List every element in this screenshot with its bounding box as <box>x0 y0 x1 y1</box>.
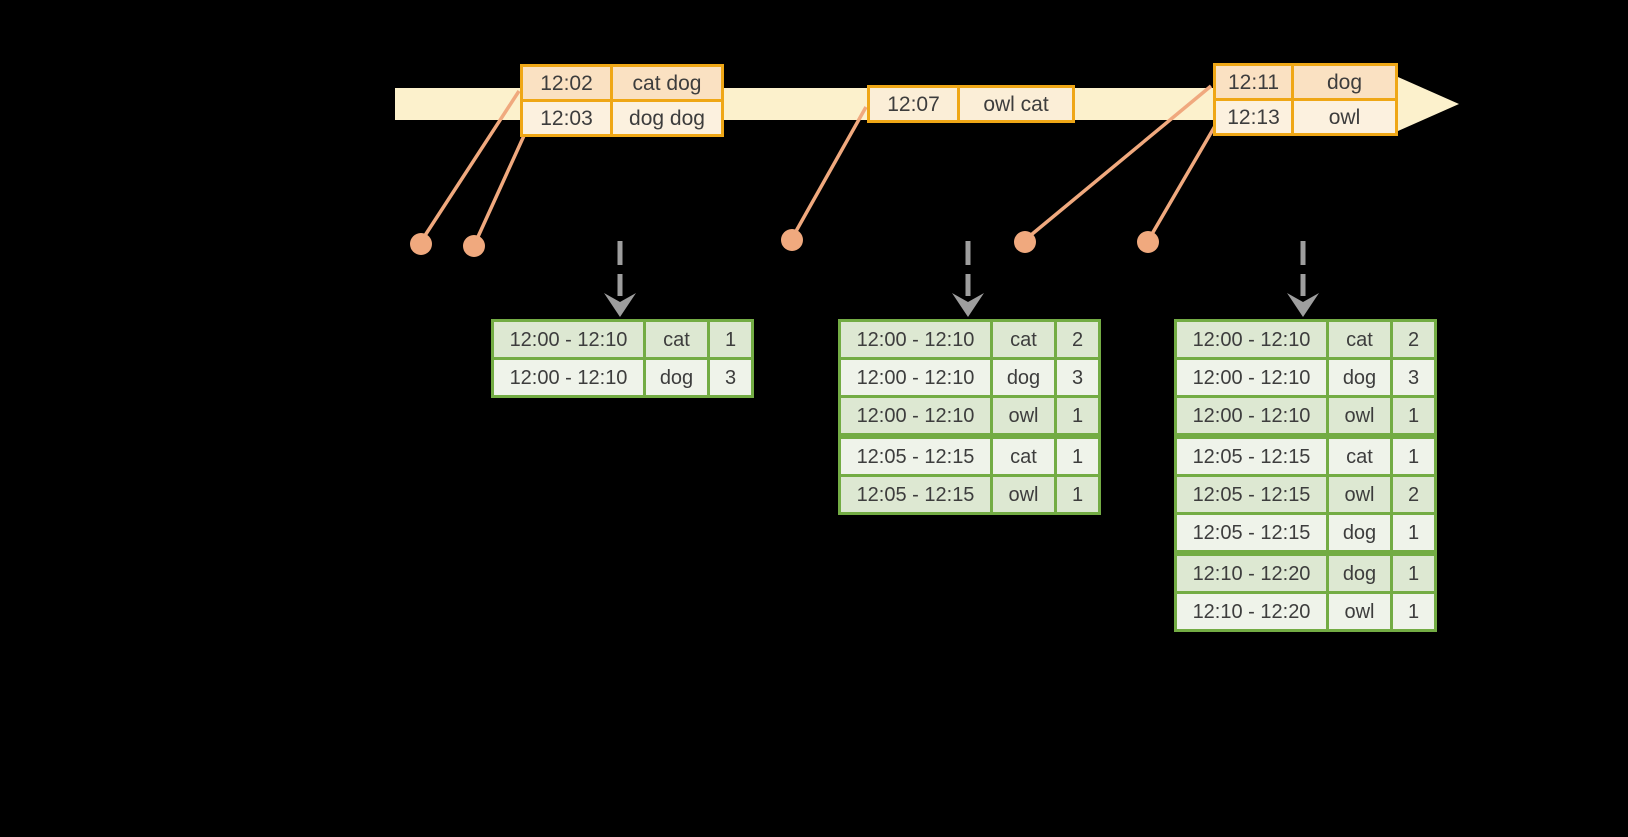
window-cell: 12:00 - 12:10 <box>1174 319 1329 360</box>
result-table-2: 12:00 - 12:10 cat 2 12:00 - 12:10 dog 3 … <box>838 319 1101 515</box>
window-cell: 12:00 - 12:10 <box>838 395 993 438</box>
window-cell: 12:00 - 12:10 <box>491 319 646 360</box>
result-row: 12:00 - 12:10 cat 2 <box>1174 319 1437 360</box>
result-row: 12:00 - 12:10 owl 1 <box>1174 395 1437 438</box>
trigger-arrowhead-icon <box>952 293 984 317</box>
event-connector-line <box>1029 84 1213 237</box>
result-row: 12:05 - 12:15 owl 1 <box>838 474 1101 515</box>
result-table-3: 12:00 - 12:10 cat 2 12:00 - 12:10 dog 3 … <box>1174 319 1437 632</box>
result-row: 12:05 - 12:15 dog 1 <box>1174 512 1437 555</box>
word-cell: cat <box>1326 433 1393 477</box>
count-cell: 2 <box>1390 474 1437 515</box>
count-cell: 1 <box>1390 591 1437 632</box>
window-cell: 12:05 - 12:15 <box>1174 433 1329 477</box>
window-cell: 12:05 - 12:15 <box>1174 474 1329 515</box>
event-time-cell: 12:03 <box>520 99 613 137</box>
count-cell: 1 <box>707 319 754 360</box>
window-cell: 12:00 - 12:10 <box>838 319 993 360</box>
window-cell: 12:00 - 12:10 <box>491 357 646 398</box>
event-table-3: 12:11 dog 12:13 owl <box>1213 63 1398 136</box>
event-row: 12:13 owl <box>1213 98 1398 136</box>
result-row: 12:00 - 12:10 cat 1 <box>491 319 754 360</box>
result-table-1: 12:00 - 12:10 cat 1 12:00 - 12:10 dog 3 <box>491 319 754 398</box>
event-dot <box>410 233 432 255</box>
event-connector-line <box>793 106 868 234</box>
count-cell: 1 <box>1390 550 1437 594</box>
event-row: 12:11 dog <box>1213 63 1398 101</box>
word-cell: cat <box>990 319 1057 360</box>
event-connector-line <box>1150 125 1217 235</box>
result-row: 12:00 - 12:10 dog 3 <box>491 357 754 398</box>
trigger-arrowhead-icon <box>1287 293 1319 317</box>
event-dot <box>1014 231 1036 253</box>
count-cell: 3 <box>1054 357 1101 398</box>
event-table-1: 12:02 cat dog 12:03 dog dog <box>520 64 724 137</box>
result-row: 12:10 - 12:20 owl 1 <box>1174 591 1437 632</box>
event-time-cell: 12:07 <box>867 85 960 123</box>
word-cell: owl <box>1326 395 1393 438</box>
trigger-arrows <box>604 241 1319 317</box>
word-cell: cat <box>643 319 710 360</box>
event-words-cell: owl cat <box>957 85 1075 123</box>
result-row: 12:05 - 12:15 cat 1 <box>1174 433 1437 477</box>
word-cell: dog <box>643 357 710 398</box>
event-connector-line <box>422 90 521 238</box>
window-cell: 12:00 - 12:10 <box>838 357 993 398</box>
event-words-cell: owl <box>1291 98 1398 136</box>
count-cell: 1 <box>1390 433 1437 477</box>
word-cell: dog <box>1326 512 1393 555</box>
event-words-cell: dog dog <box>610 99 724 137</box>
result-row: 12:05 - 12:15 owl 2 <box>1174 474 1437 515</box>
trigger-arrowhead-icon <box>604 293 636 317</box>
count-cell: 2 <box>1054 319 1101 360</box>
result-row: 12:10 - 12:20 dog 1 <box>1174 550 1437 594</box>
word-cell: dog <box>1326 550 1393 594</box>
event-time-cell: 12:02 <box>520 64 613 102</box>
result-row: 12:05 - 12:15 cat 1 <box>838 433 1101 477</box>
event-time-cell: 12:13 <box>1213 98 1294 136</box>
event-dots <box>410 229 1159 257</box>
window-cell: 12:10 - 12:20 <box>1174 591 1329 632</box>
count-cell: 1 <box>1054 474 1101 515</box>
window-cell: 12:05 - 12:15 <box>838 474 993 515</box>
count-cell: 3 <box>707 357 754 398</box>
window-cell: 12:10 - 12:20 <box>1174 550 1329 594</box>
window-cell: 12:05 - 12:15 <box>1174 512 1329 555</box>
event-time-cell: 12:11 <box>1213 63 1294 101</box>
event-row: 12:07 owl cat <box>867 85 1075 123</box>
count-cell: 1 <box>1390 395 1437 438</box>
result-row: 12:00 - 12:10 dog 3 <box>1174 357 1437 398</box>
word-cell: dog <box>1326 357 1393 398</box>
event-dot <box>1137 231 1159 253</box>
event-words-cell: cat dog <box>610 64 724 102</box>
result-row: 12:00 - 12:10 cat 2 <box>838 319 1101 360</box>
event-table-2: 12:07 owl cat <box>867 85 1075 123</box>
word-cell: owl <box>1326 591 1393 632</box>
event-connector-line <box>475 128 529 240</box>
timeline-arrowhead-icon <box>1398 77 1459 131</box>
event-row: 12:03 dog dog <box>520 99 724 137</box>
event-row: 12:02 cat dog <box>520 64 724 102</box>
window-cell: 12:00 - 12:10 <box>1174 357 1329 398</box>
result-row: 12:00 - 12:10 dog 3 <box>838 357 1101 398</box>
event-dot <box>463 235 485 257</box>
event-connector-lines <box>422 84 1217 240</box>
count-cell: 3 <box>1390 357 1437 398</box>
word-cell: owl <box>990 395 1057 438</box>
event-words-cell: dog <box>1291 63 1398 101</box>
event-dot <box>781 229 803 251</box>
word-cell: owl <box>1326 474 1393 515</box>
word-cell: owl <box>990 474 1057 515</box>
count-cell: 2 <box>1390 319 1437 360</box>
count-cell: 1 <box>1054 395 1101 438</box>
window-cell: 12:00 - 12:10 <box>1174 395 1329 438</box>
count-cell: 1 <box>1054 433 1101 477</box>
word-cell: cat <box>1326 319 1393 360</box>
result-row: 12:00 - 12:10 owl 1 <box>838 395 1101 438</box>
word-cell: dog <box>990 357 1057 398</box>
count-cell: 1 <box>1390 512 1437 555</box>
window-cell: 12:05 - 12:15 <box>838 433 993 477</box>
word-cell: cat <box>990 433 1057 477</box>
